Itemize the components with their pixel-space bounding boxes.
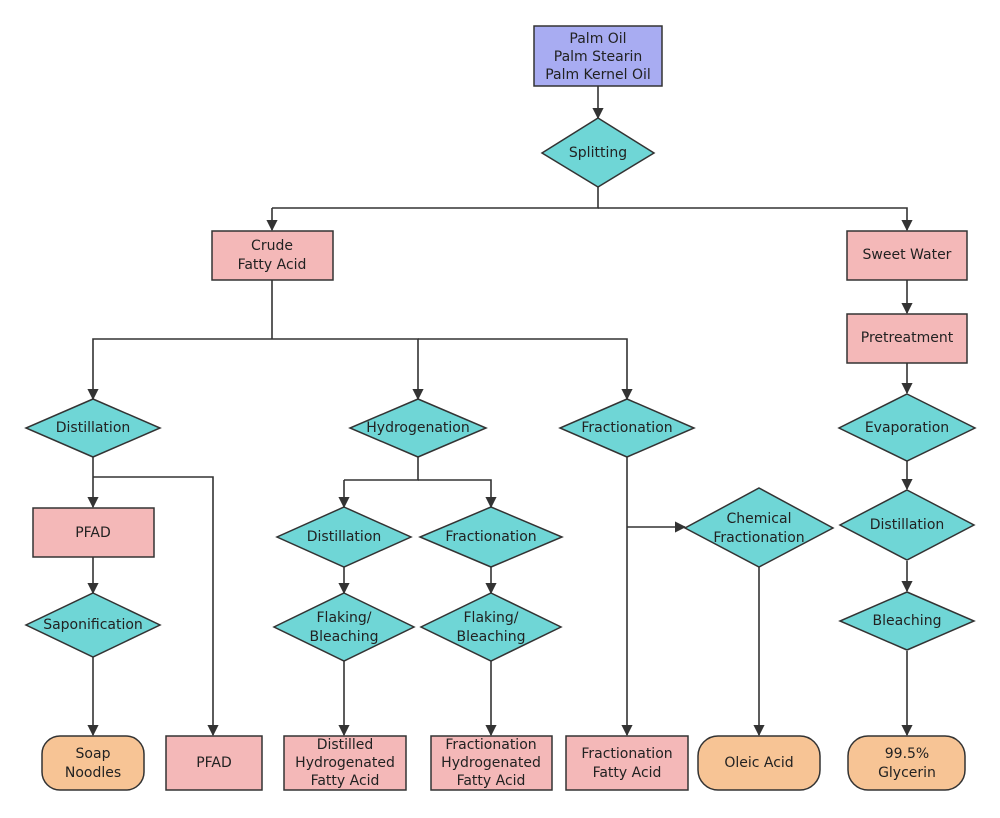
node-flaking-bleaching-1-shape (272, 592, 416, 662)
node-fhfa-label-2: Hydrogenated (441, 755, 541, 771)
node-glycerin-box (847, 735, 966, 791)
node-crude-label-1: Crude (251, 238, 293, 254)
node-pfad-2-label: PFAD (196, 755, 232, 771)
node-distillation-1-shape (24, 398, 162, 458)
node-distillation-1: Distillation (24, 398, 162, 458)
node-chemical-fractionation: Chemical Fractionation (683, 487, 835, 568)
node-fractionation-fatty-acid: Fractionation Fatty Acid (565, 735, 689, 791)
node-soap-noodles-label-2: Noodles (65, 765, 121, 781)
node-ffa-label-2: Fatty Acid (593, 765, 662, 781)
node-dhfa-label-1: Distilled (317, 737, 374, 753)
node-oleic-acid-label: Oleic Acid (724, 755, 793, 771)
node-flaking-bleaching-2-label-1: Flaking/ (464, 610, 519, 626)
node-sweet-water-box (846, 230, 968, 281)
edge-hydrogenation-split (344, 457, 419, 481)
node-distillation-3-label: Distillation (870, 517, 945, 533)
node-splitting: Splitting (540, 117, 656, 188)
node-fractionation-2-label: Fractionation (445, 529, 536, 545)
node-crude-label-2: Fatty Acid (238, 257, 307, 273)
node-pfad-2-box (165, 735, 263, 791)
node-fractionation-2-shape (418, 506, 564, 568)
node-bleaching: Bleaching (838, 591, 976, 651)
node-distillation-1-label: Distillation (56, 420, 131, 436)
node-evaporation: Evaporation (837, 393, 977, 462)
node-hydrogenation-shape (348, 398, 488, 458)
node-distillation-2: Distillation (275, 506, 413, 568)
node-source: Palm Oil Palm Stearin Palm Kernel Oil (533, 25, 663, 87)
edge-crude-distillation (87, 338, 272, 401)
nodes: Palm Oil Palm Stearin Palm Kernel Oil Sp… (24, 25, 977, 791)
node-chemical-fractionation-shape (683, 487, 835, 568)
node-source-label-1: Palm Oil (569, 31, 626, 47)
node-distillation-3-shape (838, 489, 976, 561)
node-fractionation-1-shape (558, 398, 696, 458)
node-source-box (533, 25, 663, 87)
node-saponification: Saponification (24, 592, 162, 658)
node-pfad-1: PFAD (32, 507, 155, 558)
node-dhfa-label-3: Fatty Acid (311, 773, 380, 789)
node-chemical-fractionation-label-2: Fractionation (713, 530, 804, 546)
node-glycerin-label-1: 99.5% (885, 746, 929, 762)
node-glycerin-label-2: Glycerin (878, 765, 936, 781)
node-oleic-acid: Oleic Acid (697, 735, 821, 791)
node-flaking-bleaching-1: Flaking/ Bleaching (272, 592, 416, 662)
node-sweet-water: Sweet Water (846, 230, 968, 281)
node-chemical-fractionation-label-1: Chemical (727, 511, 792, 527)
node-flaking-bleaching-1-label-1: Flaking/ (317, 610, 372, 626)
node-dhfa-box (283, 735, 407, 791)
edge-hydrogenation-fractionation (418, 479, 497, 509)
node-pretreatment-label: Pretreatment (861, 330, 954, 346)
edge-crude-hydrogenation (272, 338, 424, 401)
node-ffa-label-1: Fractionation (581, 746, 672, 762)
node-fractionation-1: Fractionation (558, 398, 696, 458)
node-saponification-label: Saponification (43, 617, 143, 633)
node-soap-noodles: Soap Noodles (41, 735, 145, 791)
node-ffa-box (565, 735, 689, 791)
node-fractionation-2: Fractionation (418, 506, 564, 568)
node-flaking-bleaching-2-shape (419, 592, 563, 662)
node-fractionation-hydrogenated-fatty-acid: Fractionation Hydrogenated Fatty Acid (430, 735, 553, 791)
edge-splitting-sweetwater (598, 207, 913, 232)
node-evaporation-label: Evaporation (865, 420, 949, 436)
node-pfad-1-box (32, 507, 155, 558)
edge-splitting-split (272, 187, 599, 209)
node-fhfa-label-3: Fatty Acid (457, 773, 526, 789)
node-fhfa-label-1: Fractionation (445, 737, 536, 753)
node-sweet-water-label: Sweet Water (863, 247, 952, 263)
node-pfad-2: PFAD (165, 735, 263, 791)
node-dhfa-label-2: Hydrogenated (295, 755, 395, 771)
node-flaking-bleaching-1-label-2: Bleaching (310, 629, 379, 645)
node-source-label-2: Palm Stearin (554, 49, 642, 65)
edges (87, 86, 913, 737)
node-distillation-3: Distillation (838, 489, 976, 561)
node-distillation-2-label: Distillation (307, 529, 382, 545)
node-flaking-bleaching-2: Flaking/ Bleaching (419, 592, 563, 662)
node-pretreatment: Pretreatment (846, 313, 968, 364)
node-distillation-2-shape (275, 506, 413, 568)
node-source-label-3: Palm Kernel Oil (545, 67, 651, 83)
node-pfad-1-label: PFAD (75, 525, 111, 541)
node-soap-noodles-box (41, 735, 145, 791)
node-hydrogenation: Hydrogenation (348, 398, 488, 458)
node-saponification-shape (24, 592, 162, 658)
edge-crude-fractionation (418, 338, 633, 401)
node-evaporation-shape (837, 393, 977, 462)
node-bleaching-shape (838, 591, 976, 651)
node-splitting-label: Splitting (569, 145, 627, 161)
node-flaking-bleaching-2-label-2: Bleaching (457, 629, 526, 645)
node-crude-fatty-acid: Crude Fatty Acid (211, 230, 334, 281)
node-hydrogenation-label: Hydrogenation (366, 420, 469, 436)
node-fractionation-1-label: Fractionation (581, 420, 672, 436)
node-splitting-shape (540, 117, 656, 188)
node-crude-box (211, 230, 334, 281)
node-fhfa-box (430, 735, 553, 791)
node-distilled-hydrogenated-fatty-acid: Distilled Hydrogenated Fatty Acid (283, 735, 407, 791)
node-oleic-acid-box (697, 735, 821, 791)
node-glycerin: 99.5% Glycerin (847, 735, 966, 791)
node-bleaching-label: Bleaching (873, 613, 942, 629)
edge-distillation-pfad2 (93, 476, 219, 737)
node-soap-noodles-label-1: Soap (76, 746, 111, 762)
node-pretreatment-box (846, 313, 968, 364)
